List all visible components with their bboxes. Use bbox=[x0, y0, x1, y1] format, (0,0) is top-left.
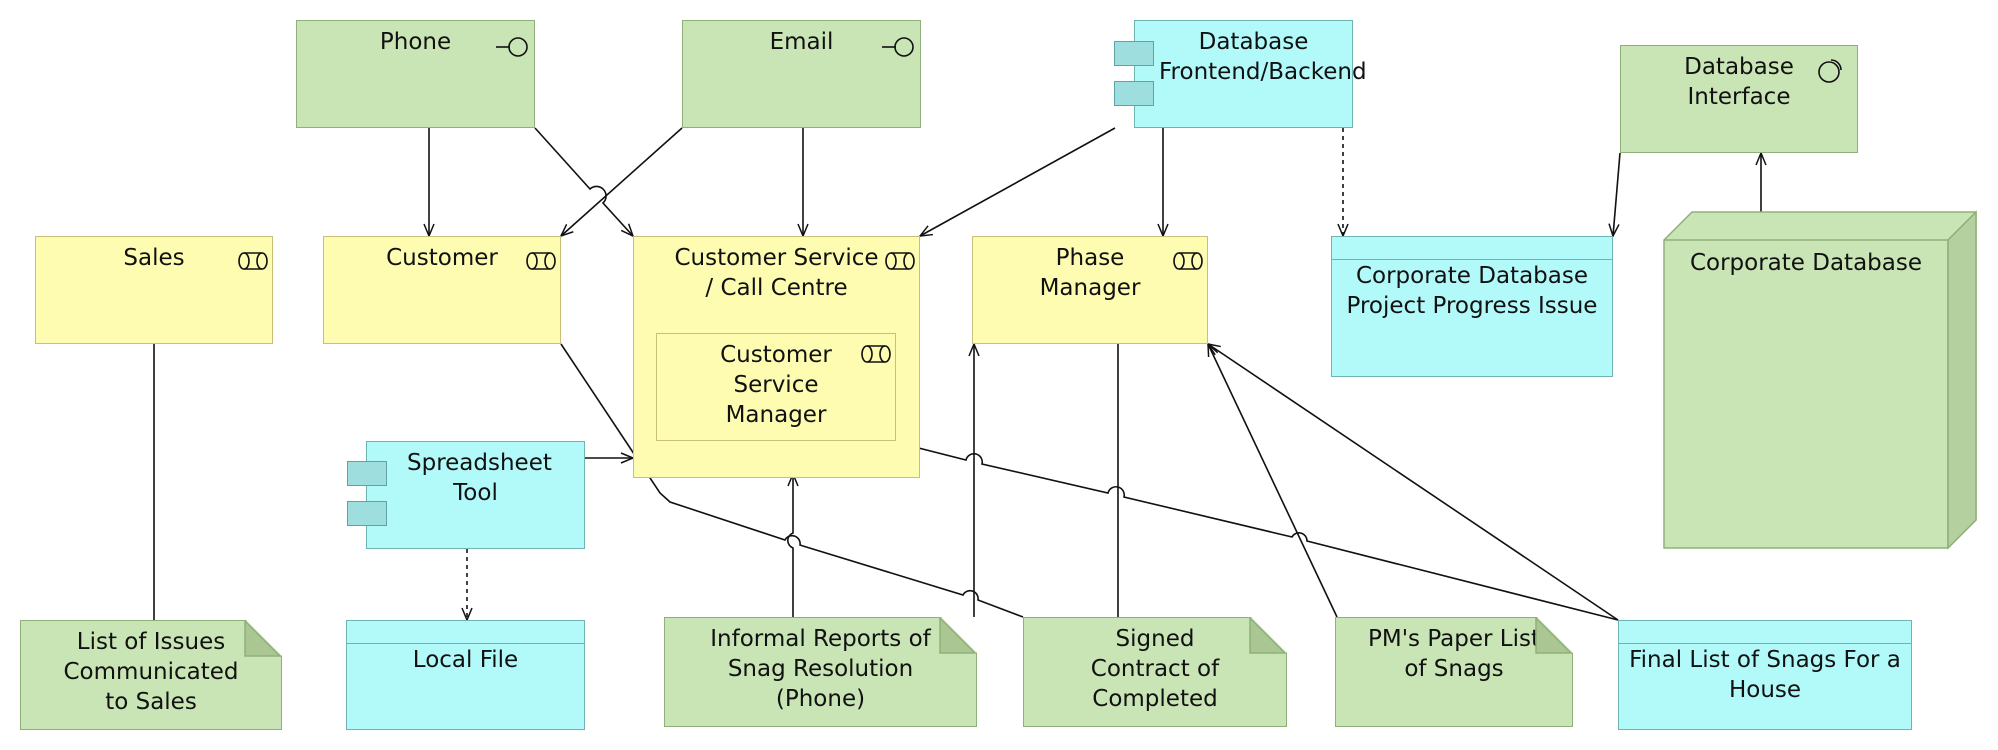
pm-paper-label: PM's Paper List of Snags bbox=[1368, 626, 1540, 682]
interface-icon bbox=[882, 37, 914, 57]
corp-db-issue-dataobject[interactable]: Corporate Database Project Progress Issu… bbox=[1331, 236, 1613, 377]
corp-db-node[interactable] bbox=[1662, 210, 1978, 550]
edge-dbinterface-issue bbox=[1613, 152, 1621, 236]
edge-csmanager-finallist bbox=[894, 441, 1619, 621]
sales-role[interactable]: Sales bbox=[35, 236, 273, 344]
phone-interface[interactable]: Phone bbox=[296, 20, 535, 128]
edge-finallist-pm bbox=[1208, 344, 1619, 621]
local-file-dataobject[interactable]: Local File bbox=[346, 620, 585, 730]
component-icon bbox=[1114, 41, 1154, 66]
edge-dbfront-cs bbox=[920, 127, 1116, 236]
signed-contract-label: Signed Contract of Completed bbox=[1090, 626, 1220, 712]
db-interface-service[interactable]: Database Interface bbox=[1620, 45, 1858, 153]
note-fold-icon bbox=[939, 617, 977, 654]
cs-call-centre-label: Customer Service / Call Centre bbox=[674, 245, 879, 301]
cs-manager-label: Customer Service Manager bbox=[720, 342, 832, 428]
phase-manager-label: Phase Manager bbox=[1039, 245, 1141, 301]
note-fold-icon bbox=[244, 620, 282, 657]
phase-manager-role[interactable]: Phase Manager bbox=[972, 236, 1208, 344]
informal-reports-note[interactable]: Informal Reports of Snag Resolution (Pho… bbox=[664, 617, 977, 727]
role-icon bbox=[861, 345, 891, 363]
spreadsheet-label: Spreadsheet Tool bbox=[407, 450, 552, 506]
signed-contract-note[interactable]: Signed Contract of Completed bbox=[1023, 617, 1287, 727]
spreadsheet-component[interactable]: Spreadsheet Tool bbox=[366, 441, 585, 549]
db-frontend-component[interactable]: Database Frontend/Backend bbox=[1134, 20, 1367, 128]
component-icon bbox=[1114, 81, 1154, 106]
note-fold-icon bbox=[1535, 617, 1573, 654]
cs-call-centre-role[interactable]: Customer Service / Call Centre Customer … bbox=[633, 236, 920, 478]
phone-label: Phone bbox=[379, 29, 452, 55]
pm-paper-note[interactable]: PM's Paper List of Snags bbox=[1335, 617, 1573, 727]
final-list-label: Final List of Snags For a House bbox=[1629, 647, 1901, 703]
db-interface-label: Database Interface bbox=[1684, 54, 1794, 110]
cs-manager-role[interactable]: Customer Service Manager bbox=[656, 333, 896, 441]
role-icon bbox=[885, 252, 915, 270]
issues-list-note[interactable]: List of Issues Communicated to Sales bbox=[20, 620, 282, 730]
edge-customer-contract bbox=[560, 343, 1024, 618]
informal-reports-label: Informal Reports of Snag Resolution (Pho… bbox=[710, 626, 931, 712]
email-label: Email bbox=[769, 29, 834, 55]
customer-role[interactable]: Customer bbox=[323, 236, 561, 344]
corp-db-label: Corporate Database bbox=[1689, 250, 1923, 276]
edge-phone-cs bbox=[534, 127, 633, 236]
edge-informal-csmanager bbox=[787, 474, 793, 617]
sales-label: Sales bbox=[123, 245, 185, 271]
final-list-dataobject[interactable]: Final List of Snags For a House bbox=[1618, 620, 1912, 730]
role-icon bbox=[1173, 252, 1203, 270]
interface-icon bbox=[496, 37, 528, 57]
role-icon bbox=[526, 252, 556, 270]
issues-list-label: List of Issues Communicated to Sales bbox=[63, 629, 239, 715]
edge-email-customer bbox=[561, 127, 683, 236]
email-interface[interactable]: Email bbox=[682, 20, 921, 128]
role-icon bbox=[238, 252, 268, 270]
component-icon bbox=[347, 461, 387, 486]
component-icon bbox=[347, 501, 387, 526]
edge-pmpaper-pm bbox=[1208, 344, 1338, 618]
service-icon bbox=[1818, 59, 1842, 83]
local-file-label: Local File bbox=[412, 647, 519, 673]
corp-db-issue-label: Corporate Database Project Progress Issu… bbox=[1346, 263, 1598, 319]
note-fold-icon bbox=[1249, 617, 1287, 654]
customer-label: Customer bbox=[386, 245, 498, 271]
db-frontend-label: Database Frontend/Backend bbox=[1159, 29, 1367, 85]
